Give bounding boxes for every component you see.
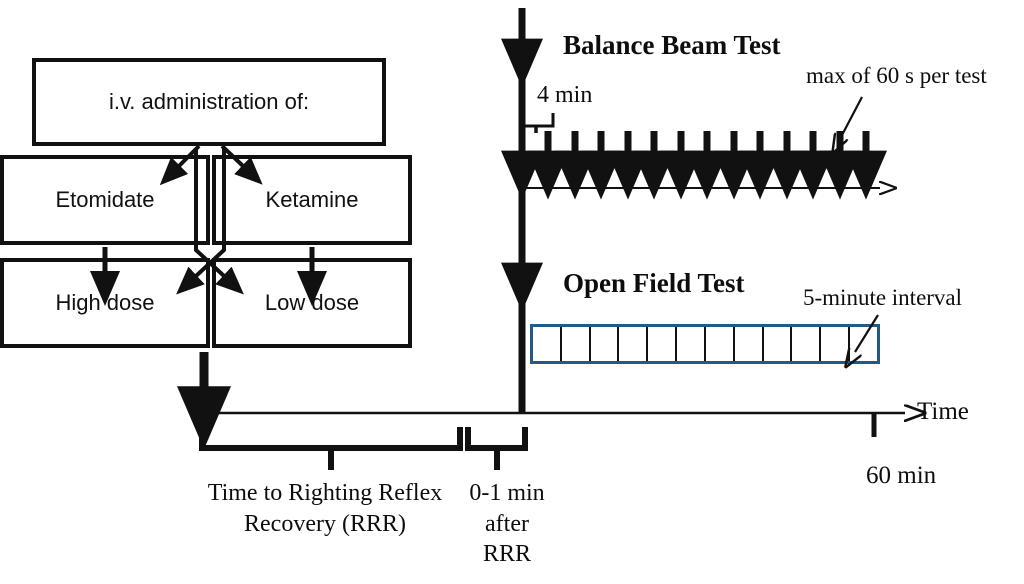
post-rrr-bracket xyxy=(465,427,528,470)
flowchart-box-iv-administration: i.v. administration of: xyxy=(32,58,386,146)
balance-beam-test-arrows xyxy=(501,131,887,200)
max-60s-per-test-note: max of 60 s per test xyxy=(806,63,987,88)
open-field-interval-cell xyxy=(562,327,591,361)
rrr-bracket-label: Time to Righting Reflex Recovery (RRR) xyxy=(150,478,500,539)
open-field-interval-cell xyxy=(533,327,562,361)
open-field-interval-cell xyxy=(764,327,793,361)
post-rrr-bracket-label-line3: RRR xyxy=(482,541,532,568)
open-field-interval-cell xyxy=(677,327,706,361)
flowchart-box-iv-label: i.v. administration of: xyxy=(108,89,310,114)
four-minute-bracket xyxy=(521,113,555,133)
flowchart-connector-arrows xyxy=(90,144,327,450)
open-field-interval-cell xyxy=(648,327,678,361)
open-field-interval-cell xyxy=(792,327,822,361)
five-minute-interval-note: 5-minute interval xyxy=(803,285,963,310)
time-axis-label: Time xyxy=(917,398,969,425)
open-field-interval-cell xyxy=(706,327,735,361)
flowchart-box-ketamine-label: Ketamine xyxy=(265,187,359,212)
balance-beam-test-title: Balance Beam Test xyxy=(563,30,781,60)
post-rrr-bracket-label: 0-1 min after RRR xyxy=(452,478,562,570)
post-rrr-bracket-label-line2: after xyxy=(485,510,529,537)
open-field-interval-cell xyxy=(591,327,620,361)
open-field-interval-cell xyxy=(735,327,764,361)
open-field-interval-bar xyxy=(530,324,880,364)
time-axis xyxy=(200,413,905,437)
four-minute-interval-label: 4 min xyxy=(537,82,593,108)
five-minute-pointer-arrow xyxy=(855,314,879,352)
post-rrr-bracket-label-line1: 0-1 min xyxy=(469,480,545,506)
open-field-test-title: Open Field Test xyxy=(563,268,745,298)
open-field-interval-cell xyxy=(619,327,649,361)
rrr-bracket-label-line2: Recovery (RRR) xyxy=(244,510,406,537)
flowchart-box-etomidate: Etomidate xyxy=(0,155,210,245)
rrr-bracket-label-line1: Time to Righting Reflex xyxy=(207,480,443,506)
rrr-bracket xyxy=(199,427,463,470)
timeline-end-tick-label: 60 min xyxy=(866,462,937,489)
flowchart-box-etomidate-label: Etomidate xyxy=(55,187,155,212)
max-60s-pointer-arrow xyxy=(841,96,863,137)
open-field-interval-cell xyxy=(821,327,851,361)
